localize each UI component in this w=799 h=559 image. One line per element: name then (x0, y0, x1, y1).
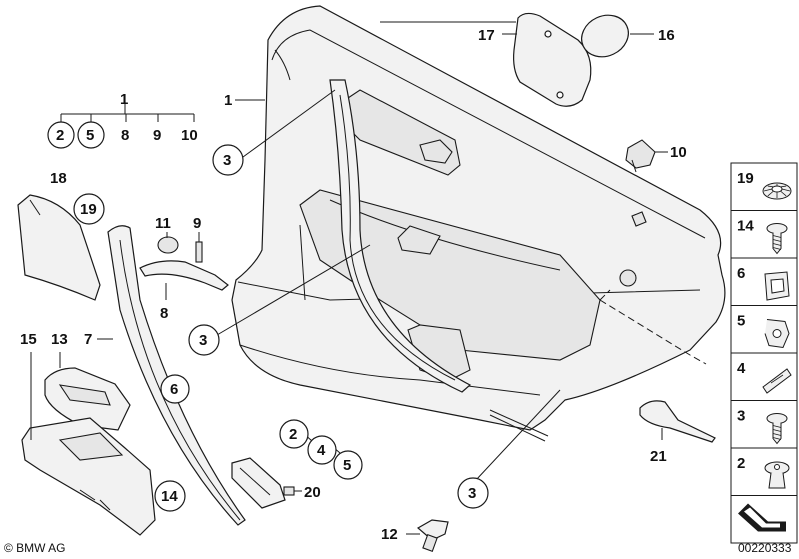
pin-9 (195, 241, 203, 263)
label-17: 17 (478, 27, 495, 44)
label-3-upper: 3 (223, 152, 231, 169)
callout-circle-5-low (333, 450, 363, 480)
label-12: 12 (381, 526, 398, 543)
label-3-mid: 3 (199, 332, 207, 349)
label-18: 18 (50, 170, 67, 187)
sidebar-row: 14 (731, 210, 797, 255)
callout-circle-3-low (457, 477, 489, 509)
callout-circle-6 (160, 374, 190, 404)
rivet-12 (416, 519, 449, 552)
label-14-holder: 14 (161, 488, 178, 505)
sidebar-part-number: 4 (737, 360, 746, 377)
callout-circle-3-upper (212, 144, 244, 176)
clip-10 (625, 139, 656, 173)
label-15: 15 (20, 331, 37, 348)
callout-circle-3-mid (188, 324, 220, 356)
label-6-strip: 6 (170, 381, 178, 398)
label-2-group: 2 (56, 127, 64, 144)
holder-15 (21, 417, 156, 536)
label-5-low: 5 (343, 457, 351, 474)
diagram-code: 00220333 (738, 541, 792, 555)
clip-icon (764, 271, 790, 301)
sidebar-part-number: 19 (737, 170, 754, 187)
tray-13 (44, 367, 131, 431)
door-trim-panel (231, 5, 726, 442)
label-9-pin: 9 (193, 215, 201, 232)
cap-11 (157, 236, 179, 254)
label-19-trim: 19 (80, 201, 97, 218)
label-21: 21 (650, 448, 667, 465)
sidebar-row: 2 (731, 447, 797, 489)
sidebar-row: 5 (731, 305, 797, 349)
label-4-low: 4 (317, 442, 326, 459)
callout-circle-2-low (279, 419, 309, 449)
pull-handle-frame (329, 79, 472, 393)
label-9-group: 9 (153, 127, 161, 144)
label-20: 20 (304, 484, 321, 501)
label-16: 16 (658, 27, 675, 44)
push-nut-icon (762, 182, 792, 200)
sidebar-row: 19 (737, 170, 792, 200)
spring-clip-icon (762, 368, 792, 394)
screw-icon (766, 413, 788, 445)
label-1-group: 1 (120, 91, 128, 108)
label-8-handle: 8 (160, 305, 168, 322)
sidebar-part-number: 14 (737, 218, 754, 235)
label-3-low: 3 (468, 485, 476, 502)
label-5-group: 5 (86, 127, 94, 144)
sidebar-part-number: 6 (737, 265, 745, 282)
clip-nut-icon (764, 319, 790, 349)
screw-icon (766, 223, 788, 255)
sidebar-part-number: 2 (737, 455, 745, 472)
label-2-low: 2 (289, 426, 297, 443)
lamp-20 (231, 457, 295, 509)
callout-circle-14 (154, 480, 186, 512)
callout-circle-5 (77, 121, 105, 149)
sidebar-row (731, 495, 797, 532)
copyright-text: © BMW AG (4, 541, 66, 555)
cap-16 (581, 14, 629, 58)
cover-plate-17 (513, 12, 592, 107)
label-1-door: 1 (224, 92, 232, 109)
label-13: 13 (51, 331, 68, 348)
trim-strip-7 (107, 225, 246, 526)
lens-21 (639, 400, 716, 443)
callout-circle-2 (47, 121, 75, 149)
callout-circle-4-low (307, 435, 337, 465)
corner-trim-18 (17, 194, 101, 301)
label-11: 11 (155, 215, 171, 232)
fastener-sidebar: 19 14 6 5 4 3 2 (730, 162, 798, 544)
sidebar-row: 6 (731, 257, 797, 301)
label-7: 7 (84, 331, 92, 348)
callout-circle-19 (73, 193, 105, 225)
sidebar-part-number: 3 (737, 408, 745, 425)
sidebar-row: 4 (731, 352, 797, 394)
handle-8 (139, 260, 229, 291)
sidebar-part-number: 5 (737, 313, 745, 330)
label-8-group: 8 (121, 127, 129, 144)
callout-labels: 1 2 5 8 9 10 1 3 17 16 10 18 19 11 9 8 7… (20, 27, 687, 543)
sidebar-row: 3 (731, 400, 797, 445)
arrow-icon (738, 503, 786, 532)
label-10-group: 10 (181, 127, 198, 144)
expanding-rivet-icon (764, 461, 790, 489)
label-10-clip: 10 (670, 144, 687, 161)
